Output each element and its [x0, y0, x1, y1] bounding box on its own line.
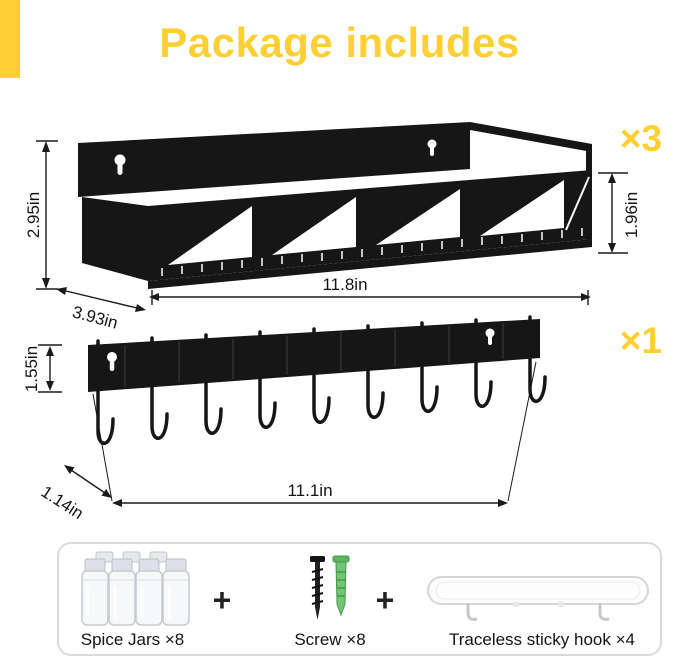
plus-sign: + [212, 582, 232, 618]
hook-icon [474, 318, 493, 408]
screw-label: Screw ×8 [294, 630, 366, 649]
front-truss-cutouts [168, 180, 564, 265]
keyhole-icon [107, 328, 495, 371]
sticky-hook-strip-icon [427, 576, 649, 621]
wall-anchor-icon [332, 555, 350, 617]
hook-icon [204, 333, 223, 435]
rail-illustration [88, 315, 547, 445]
wire-shelf-slats [161, 228, 583, 276]
rail-quantity-badge: ×1 [619, 320, 663, 361]
shelf-quantity-badge: ×3 [619, 118, 663, 159]
shelf-dimension-arrows [36, 140, 628, 312]
rail-hooks [96, 315, 547, 445]
rail-height-label: 1.55in [22, 345, 41, 393]
hook-icon [312, 327, 331, 424]
hook-icon [366, 324, 385, 419]
shelf-front-height-label: 1.96in [622, 191, 641, 239]
keyhole-icon [114, 139, 437, 175]
hook-icon [420, 321, 439, 413]
plus-sign: + [375, 582, 395, 618]
hook-icon [96, 339, 115, 445]
screw-icon [310, 556, 325, 620]
hook-icon [150, 336, 169, 440]
hook-icon [528, 315, 547, 403]
spice-jars-label: Spice Jars ×8 [80, 630, 185, 649]
corner-ribbon [0, 0, 20, 78]
page-title: Package includes [159, 19, 520, 66]
rail-seams [124, 323, 504, 387]
shelf-height-label: 2.95in [24, 191, 43, 239]
rail-width-label: 11.1in [287, 481, 333, 500]
spice-jars-icon [81, 551, 190, 626]
rail-dimension-arrows [38, 344, 537, 507]
hook-icon [258, 330, 277, 429]
shelf-width-label: 11.8in [322, 275, 368, 294]
sticky-hook-label: Traceless sticky hook ×4 [449, 630, 635, 649]
shelf-illustration [78, 122, 592, 289]
